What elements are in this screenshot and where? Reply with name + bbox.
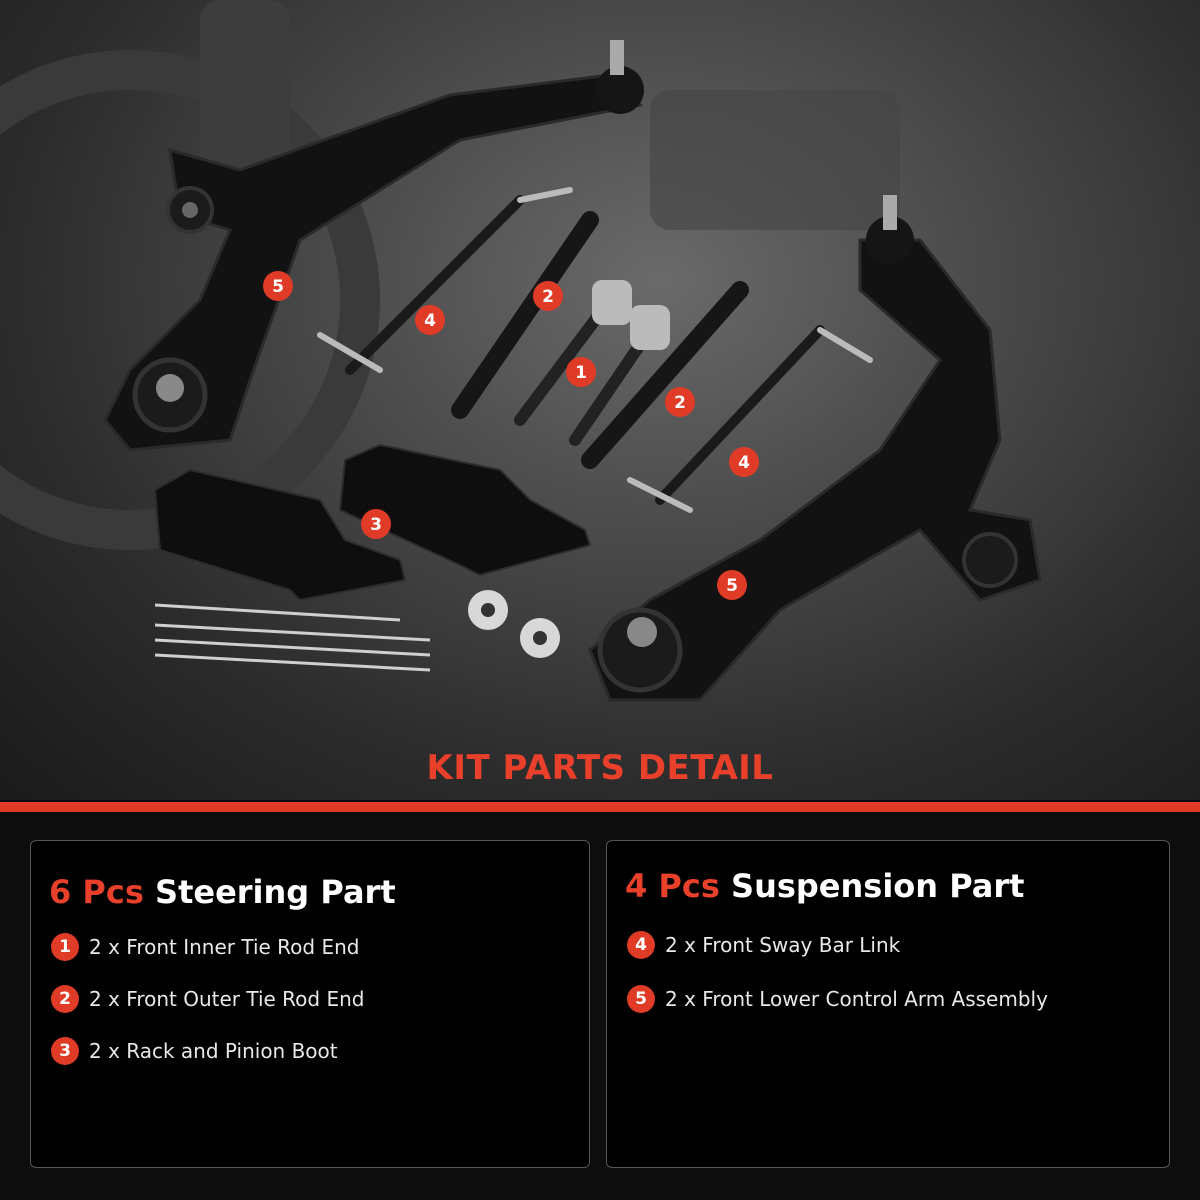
callout-4: 4 xyxy=(415,305,445,335)
callout-3: 3 xyxy=(361,509,391,539)
callout-2: 2 xyxy=(533,281,563,311)
callout-5: 5 xyxy=(263,271,293,301)
item-text: 2 x Front Inner Tie Rod End xyxy=(89,935,360,959)
svg-text:4: 4 xyxy=(738,453,750,473)
number-badge: 1 xyxy=(51,933,79,961)
svg-text:2: 2 xyxy=(542,287,554,307)
list-item: 3 2 x Rack and Pinion Boot xyxy=(51,1037,338,1065)
control-arm-left xyxy=(103,40,644,452)
number-badge: 4 xyxy=(627,931,655,959)
item-text: 2 x Front Sway Bar Link xyxy=(665,933,901,957)
steering-panel: 6 Pcs Steering Part 1 2 x Front Inner Ti… xyxy=(30,840,590,1168)
control-arm-right xyxy=(588,195,1042,702)
suspension-panel: 4 Pcs Suspension Part 4 2 x Front Sway B… xyxy=(606,840,1170,1168)
knuckle-silhouette xyxy=(650,90,900,230)
number-badge: 3 xyxy=(51,1037,79,1065)
section-title: KIT PARTS DETAIL xyxy=(426,748,774,788)
svg-text:5: 5 xyxy=(726,576,738,596)
parts-illustration: 5 4 2 1 2 4 3 5 xyxy=(0,0,1042,702)
product-photo: 5 4 2 1 2 4 3 5 xyxy=(0,0,1200,800)
callout-5: 5 xyxy=(717,570,747,600)
svg-text:4: 4 xyxy=(424,311,436,331)
callout-2: 2 xyxy=(665,387,695,417)
suspension-title: Suspension Part xyxy=(731,867,1025,905)
callout-markers: 5 4 2 1 2 4 3 5 xyxy=(263,271,759,600)
number-badge: 2 xyxy=(51,985,79,1013)
steering-title: Steering Part xyxy=(155,873,396,911)
suspension-count: 4 Pcs xyxy=(625,867,720,905)
number-badge: 5 xyxy=(627,985,655,1013)
item-text: 2 x Front Lower Control Arm Assembly xyxy=(665,987,1048,1011)
callout-4: 4 xyxy=(729,447,759,477)
spring-silhouette xyxy=(200,0,290,200)
rack-boots xyxy=(153,443,592,602)
item-text: 2 x Rack and Pinion Boot xyxy=(89,1039,338,1063)
list-item: 1 2 x Front Inner Tie Rod End xyxy=(51,933,359,961)
steering-heading: 6 Pcs Steering Part xyxy=(49,873,396,911)
list-item: 5 2 x Front Lower Control Arm Assembly xyxy=(627,985,1048,1013)
list-item: 2 2 x Front Outer Tie Rod End xyxy=(51,985,364,1013)
svg-text:3: 3 xyxy=(370,515,382,535)
wheel-silhouette xyxy=(0,50,380,550)
washers xyxy=(468,590,560,658)
callout-1: 1 xyxy=(566,357,596,387)
svg-text:1: 1 xyxy=(575,363,587,383)
suspension-heading: 4 Pcs Suspension Part xyxy=(625,867,1024,905)
item-text: 2 x Front Outer Tie Rod End xyxy=(89,987,365,1011)
sway-bar-links xyxy=(317,187,873,513)
cable-ties xyxy=(154,603,431,672)
tie-rods xyxy=(451,211,749,469)
steering-count: 6 Pcs xyxy=(49,873,144,911)
list-item: 4 2 x Front Sway Bar Link xyxy=(627,931,900,959)
accent-divider xyxy=(0,802,1200,812)
svg-text:5: 5 xyxy=(272,277,284,297)
svg-text:2: 2 xyxy=(674,393,686,413)
